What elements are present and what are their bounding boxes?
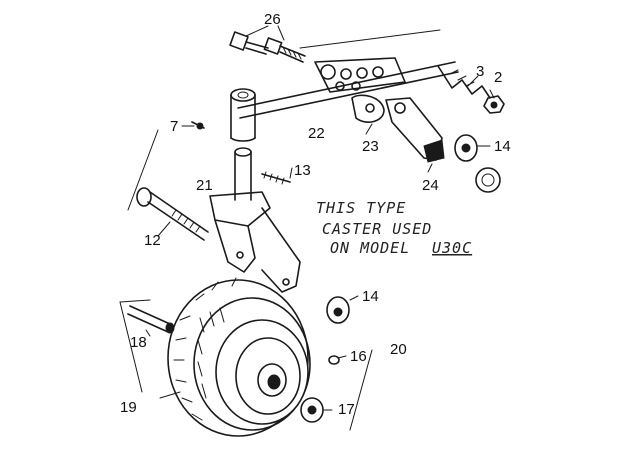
callout-13: 13 — [294, 162, 311, 179]
note-line-1: THIS TYPE — [316, 199, 406, 217]
fork-21 — [209, 191, 301, 293]
mount-plate — [314, 57, 406, 93]
leader-lines — [145, 25, 495, 411]
stem — [234, 147, 252, 201]
callout-21: 21 — [196, 177, 213, 194]
nut-17 — [300, 397, 324, 423]
note-line-3: ON MODEL — [330, 239, 410, 257]
kingpin-tube — [230, 88, 256, 142]
callout-22: 22 — [308, 125, 325, 142]
callout-3: 3 — [476, 63, 484, 80]
note-model: U30C — [432, 239, 472, 257]
callout-14-lower: 14 — [362, 288, 379, 305]
callouts: 26 3 2 7 22 23 14 13 21 24 12 14 18 20 1… — [120, 11, 511, 418]
bolt-7 — [191, 121, 205, 130]
arm-24 — [385, 97, 445, 163]
bolts-26 — [229, 31, 306, 63]
callout-14-top: 14 — [494, 138, 511, 155]
axle-rod — [237, 29, 459, 119]
nut-2 — [483, 95, 505, 114]
washer-14-lower — [326, 296, 350, 324]
callout-26: 26 — [264, 11, 281, 28]
callout-23: 23 — [362, 138, 379, 155]
bolt-12 — [136, 187, 209, 241]
spacer-16 — [328, 355, 340, 365]
handwritten-note: THIS TYPE CASTER USED ON MODEL U30C — [316, 199, 472, 257]
callout-7: 7 — [170, 118, 178, 135]
callout-16: 16 — [350, 348, 367, 365]
cap-nut — [475, 167, 501, 193]
callout-20: 20 — [390, 341, 407, 358]
callout-17: 17 — [338, 401, 355, 418]
callout-18: 18 — [130, 334, 147, 351]
callout-2: 2 — [494, 69, 502, 86]
callout-19: 19 — [120, 399, 137, 416]
wheel-19 — [167, 277, 311, 437]
washer-14-top — [454, 134, 478, 162]
axle-pin-18 — [127, 305, 175, 334]
assembly-outline — [119, 129, 373, 431]
note-line-2: CASTER USED — [322, 220, 432, 238]
pin-13 — [261, 171, 291, 185]
callout-12: 12 — [144, 232, 161, 249]
bracket-23 — [351, 94, 385, 123]
callout-24: 24 — [422, 177, 439, 194]
